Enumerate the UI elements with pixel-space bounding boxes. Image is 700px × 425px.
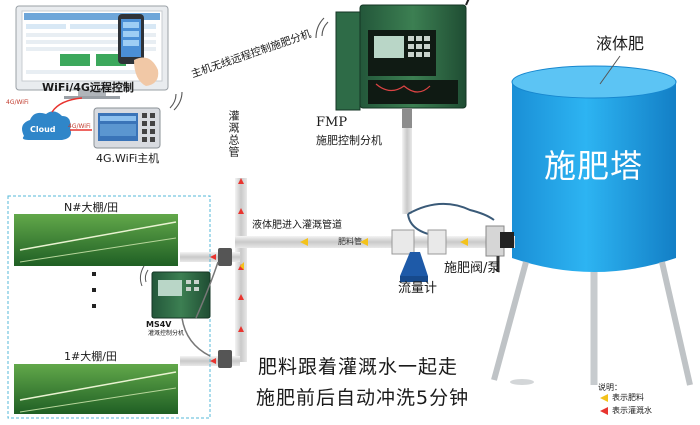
fertilizer-tank [491,65,693,386]
fertilizer-pipe [235,236,515,248]
ms4v-label: MS4V [146,320,172,329]
fmp-sub-label: 施肥控制分机 [316,134,382,147]
cloud-label: Cloud [30,125,56,134]
greenhouse-1-label: 1#大棚/田 [64,350,117,363]
valve-pump-icon [485,225,514,272]
ms4v-sub-label: 灌溉控制分机 [148,330,185,337]
wifi-control-label: WiFi/4G远程控制 [42,81,134,94]
legend-fert-label: 表示肥料 [612,393,644,402]
wifi-small-label: 4G/WiFi [6,99,29,106]
host-label: 4G.WiFi主机 [96,152,160,165]
wireless-arcs [169,17,329,111]
host-device-icon [93,107,161,149]
slogan-line-1: 肥料跟着灌溉水一起走 [258,356,459,378]
legend-fert-arrow [600,394,608,402]
flowmeter-icon [391,229,447,282]
main-pipe-label: 灌溉总管 [227,110,240,158]
wifi-small-label-2: 4G/WiFi [68,123,91,130]
liquid-pointer [599,55,621,85]
solenoid-valve-icon [218,248,232,368]
liquid-entry-label: 液体肥进入灌溉管道 [252,220,342,231]
legend-water-label: 表示灌溉水 [612,406,652,415]
cloud-link [51,97,83,113]
fmp-pipe [402,128,412,214]
greenhouse-1-image [14,364,178,414]
liquid-label: 液体肥 [596,34,645,53]
legend-water-arrow [600,407,608,415]
greenhouse-n-label: N#大棚/田 [64,201,119,214]
flowmeter-label: 流量计 [398,281,438,296]
phone-icon [118,14,159,86]
fmp-cabinet [335,0,470,128]
fert-pipe-label: 肥料管 [338,237,362,246]
cloud-icon [22,111,71,140]
greenhouse-n-image [14,214,178,266]
slogan-line-2: 施肥前后自动冲洗5分钟 [256,387,470,409]
valve-label: 施肥阀/泵 [444,261,501,276]
tank-title-label: 施肥塔 [544,147,644,185]
ellipsis-dots [92,272,96,308]
legend-title: 说明： [598,383,622,392]
fmp-title-label: FMP [316,115,348,130]
ms4v-wireless-arcs [139,265,149,287]
ms4v-controller [151,261,219,357]
fertilizer-arrows [240,238,468,270]
